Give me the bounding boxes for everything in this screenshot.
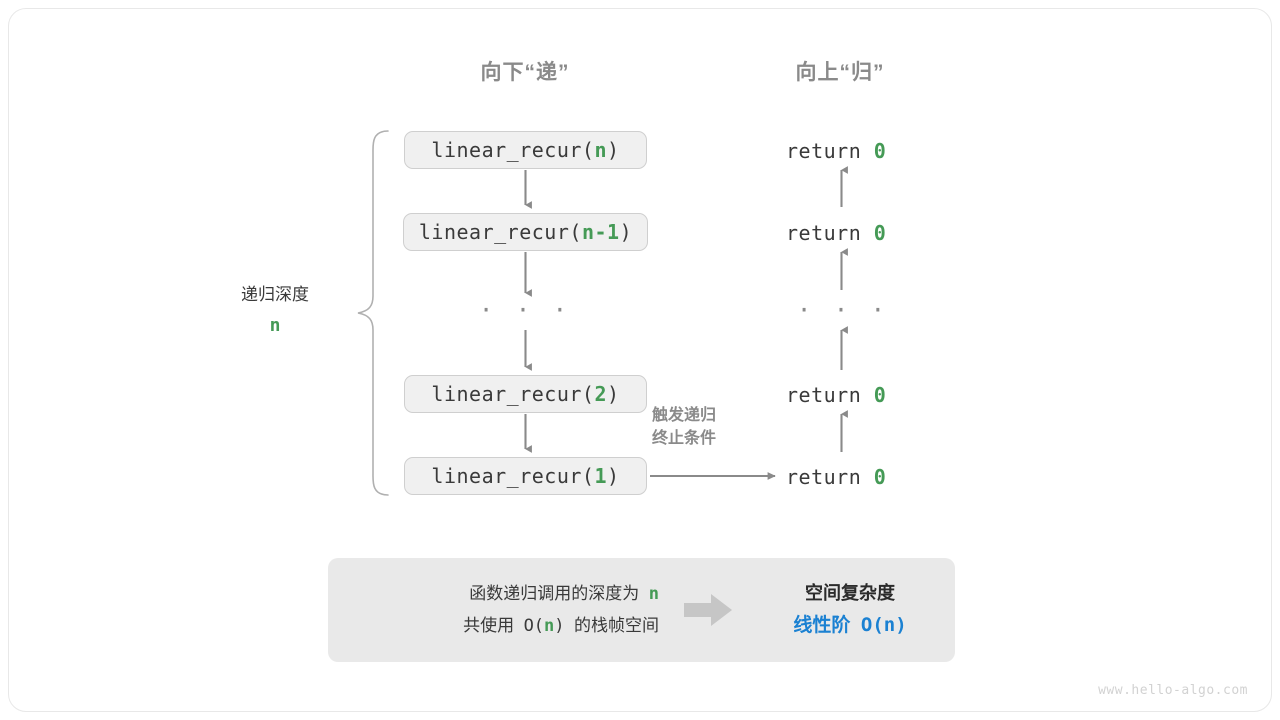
recursion-depth-label: 递归深度 n (205, 282, 345, 340)
call-box-n-minus-1[interactable]: linear_recur(n-1) (403, 213, 648, 251)
summary-box: 函数递归调用的深度为 n 共使用 O(n) 的栈帧空间 空间复杂度 线性阶 O(… (328, 558, 955, 662)
complexity-value: 线性阶 O(n) (793, 613, 907, 636)
base-case-note-line1: 触发递归 (652, 407, 717, 424)
column-title-ascend: 向上“归” (795, 61, 885, 84)
ellipsis-right: · · · (796, 296, 890, 324)
return-statement-3: return 0 (786, 383, 887, 407)
call-box-1[interactable]: linear_recur(1) (404, 457, 647, 495)
column-title-descend: 向下“递” (480, 61, 570, 84)
call-box-text: linear_recur(2) (431, 382, 620, 406)
summary-line-2: 共使用 O(n) 的栈帧空间 (463, 616, 659, 636)
summary-right-text: 空间复杂度 线性阶 O(n) (745, 578, 955, 642)
call-box-text: linear_recur(n) (431, 138, 620, 162)
summary-line-1: 函数递归调用的深度为 n (469, 583, 659, 604)
base-case-note: 触发递归 终止条件 (652, 404, 782, 450)
complexity-heading: 空间复杂度 (805, 583, 895, 604)
ellipsis-left: · · · (478, 296, 572, 324)
return-statement-4: return 0 (786, 465, 887, 489)
base-case-note-line2: 终止条件 (652, 430, 717, 448)
call-box-2[interactable]: linear_recur(2) (404, 375, 647, 413)
call-box-text: linear_recur(n-1) (418, 220, 633, 244)
recursion-depth-text: 递归深度 (241, 285, 309, 304)
return-statement-1: return 0 (786, 139, 887, 163)
call-box-text: linear_recur(1) (431, 464, 620, 488)
arrow-right-icon (673, 593, 745, 627)
watermark: www.hello-algo.com (1098, 683, 1248, 698)
summary-left-text: 函数递归调用的深度为 n 共使用 O(n) 的栈帧空间 (328, 578, 673, 643)
return-statement-2: return 0 (786, 221, 887, 245)
recursion-depth-value: n (269, 315, 281, 337)
call-box-n[interactable]: linear_recur(n) (404, 131, 647, 169)
